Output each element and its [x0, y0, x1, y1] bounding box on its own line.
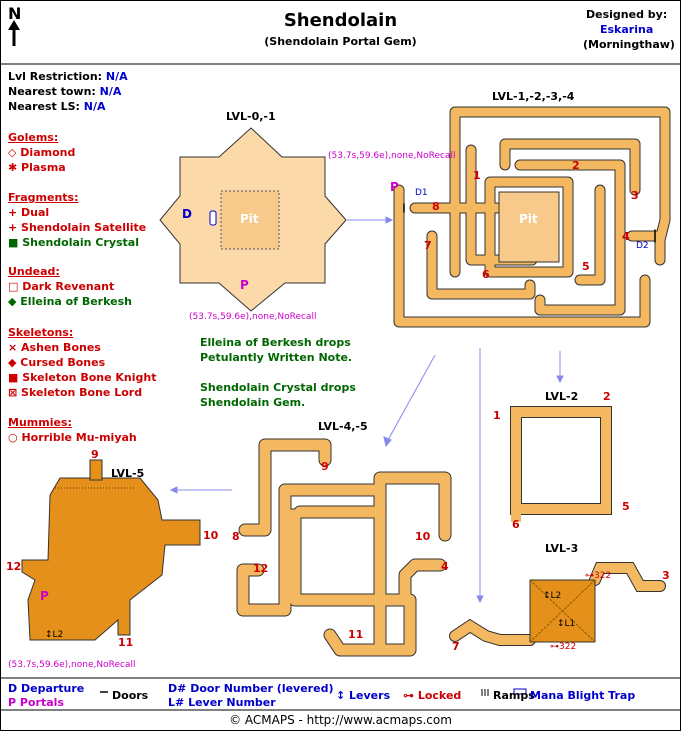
lvl1-num: 8: [432, 200, 440, 213]
undead-title: Undead:: [8, 265, 60, 278]
undead-item: □ Dark Revenant: [8, 280, 115, 293]
lvl4-num: 10: [415, 530, 431, 543]
lvl4-num: 11: [348, 628, 364, 641]
legend-door-number: D# Door Number (levered): [168, 682, 334, 695]
legend-icons: [100, 688, 527, 696]
legend-departure: D Departure: [8, 682, 85, 695]
lvl1-num: 6: [482, 268, 490, 281]
lvl0-label: LVL-0,-1: [226, 110, 276, 123]
lvl5-num: 9: [91, 448, 99, 461]
designer-name: Eskarina: [600, 23, 654, 36]
lvl3-num: 7: [452, 640, 460, 653]
lvl1-door-d1: D1: [415, 188, 428, 198]
note-line: Petulantly Written Note.: [200, 351, 353, 364]
page-subtitle: (Shendolain Portal Gem): [264, 35, 417, 48]
designer-server: (Morningthaw): [583, 38, 675, 51]
legend-lever-number: L# Lever Number: [168, 696, 276, 709]
lvl1-num: 5: [582, 260, 590, 273]
lvl3-lever: ↕L1: [557, 619, 576, 629]
lvl2-map: [510, 406, 612, 522]
lvl1-num: 7: [424, 239, 432, 252]
lvl3-map: [449, 562, 666, 646]
lvl-restriction: Lvl Restriction: N/A: [8, 70, 128, 83]
lvl5-label: LVL-5: [111, 467, 145, 480]
nearest-ls: Nearest LS: N/A: [8, 100, 106, 113]
fragment-item: ■ Shendolain Crystal: [8, 236, 140, 249]
golems-title: Golems:: [8, 131, 59, 144]
lvl3-lock: ⊶322: [550, 642, 577, 652]
lvl0-portal-marker: P: [240, 278, 249, 292]
lvl1-num: 4: [622, 230, 630, 243]
lvl5-portal-marker: P: [40, 589, 49, 603]
undead-item: ◆ Elleina of Berkesh: [8, 295, 132, 308]
lvl1-num: 2: [572, 159, 580, 172]
note-line: Elleina of Berkesh drops: [200, 336, 351, 349]
fragment-item: + Shendolain Satellite: [8, 221, 147, 234]
fragment-item: + Dual: [8, 206, 50, 219]
lvl1-num: 1: [473, 169, 481, 182]
legend-ramps: Ramps: [493, 689, 535, 702]
lvl4-label: LVL-4,-5: [318, 420, 368, 433]
page-title: Shendolain: [283, 10, 398, 31]
legend-locked: ⊶ Locked: [403, 689, 462, 702]
lvl2-num: 5: [622, 500, 630, 513]
lvl5-num: 11: [118, 636, 134, 649]
skeleton-item: ■ Skeleton Bone Knight: [8, 371, 157, 384]
lvl2-num: 1: [493, 409, 501, 422]
lvl3-num: 3: [662, 569, 670, 582]
footer-copyright: © ACMAPS - http://www.acmaps.com: [229, 713, 452, 727]
lvl5-coords: (53.7s,59.6e),none,NoRecall: [8, 660, 136, 670]
lvl4-num: 4: [441, 560, 449, 573]
lvl1-door-d2: D2: [636, 241, 649, 251]
skeleton-item: × Ashen Bones: [8, 341, 101, 354]
lvl2-label: LVL-2: [545, 390, 579, 403]
lvl1-num: 3: [631, 189, 639, 202]
lvl3-lever: ↕L2: [543, 591, 562, 601]
note-line: Shendolain Gem.: [200, 396, 306, 409]
lvl5-map: [21, 459, 201, 641]
compass-label: N: [8, 4, 22, 23]
fragments-title: Fragments:: [8, 191, 79, 204]
skeleton-item: ◆ Cursed Bones: [8, 356, 106, 369]
lvl0-map: [159, 127, 347, 312]
lvl1-coords: (53.7s,59.6e),none,NoRecall: [328, 151, 456, 161]
lvl1-pit-label: Pit: [519, 212, 538, 226]
designed-by-label: Designed by:: [586, 8, 668, 21]
lvl4-map: [236, 438, 452, 657]
lvl3-lock: ⊶322: [585, 571, 612, 581]
skeleton-item: ⊠ Skeleton Bone Lord: [8, 386, 143, 399]
skeletons-title: Skeletons:: [8, 326, 74, 339]
lvl1-label: LVL-1,-2,-3,-4: [492, 90, 575, 103]
lvl2-num: 6: [512, 518, 520, 531]
golem-item: ◇ Diamond: [8, 146, 76, 159]
lvl0-departure-marker: D: [182, 207, 192, 221]
lvl5-lever: ↕L2: [45, 630, 64, 640]
mummy-item: ○ Horrible Mu-miyah: [8, 431, 137, 444]
lvl1-portal-marker: P: [390, 180, 399, 194]
legend-portals: P Portals: [8, 696, 64, 709]
lvl2-num: 2: [603, 390, 611, 403]
lvl4-num: 9: [321, 460, 329, 473]
nearest-town: Nearest town: N/A: [8, 85, 122, 98]
lvl0-pit-label: Pit: [240, 212, 259, 226]
level-arrows: [169, 216, 564, 604]
golem-item: ✱ Plasma: [8, 161, 66, 174]
lvl3-label: LVL-3: [545, 542, 579, 555]
legend-levers: ↕ Levers: [336, 689, 391, 702]
legend-doors: Doors: [112, 689, 149, 702]
lvl5-num: 12: [6, 560, 22, 573]
lvl4-num: 8: [232, 530, 240, 543]
lvl1-map: [393, 106, 671, 328]
lvl0-coords: (53.7s,59.6e),none,NoRecall: [189, 312, 317, 322]
note-line: Shendolain Crystal drops: [200, 381, 356, 394]
legend-mana-trap: Mana Blight Trap: [530, 689, 636, 702]
mummies-title: Mummies:: [8, 416, 72, 429]
compass-arrow-icon: [8, 20, 20, 46]
lvl5-num: 10: [203, 529, 219, 542]
lvl4-num: 12: [253, 562, 269, 575]
